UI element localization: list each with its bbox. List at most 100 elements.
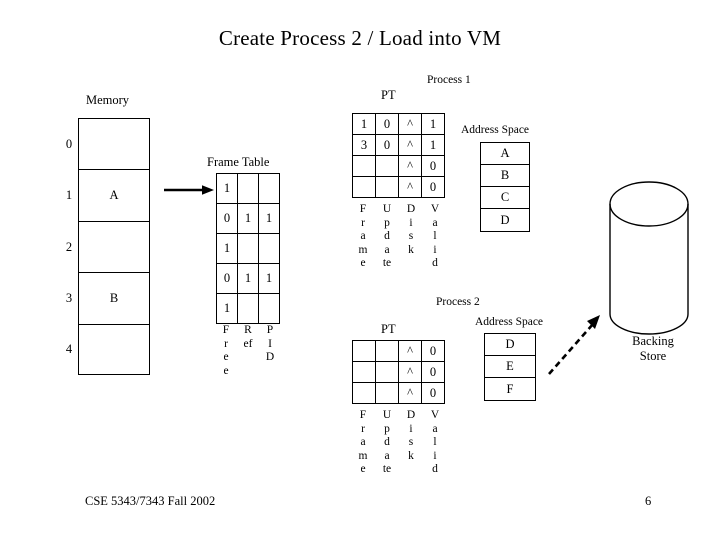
pt1-header-valid: V a l i d bbox=[423, 203, 447, 271]
pt1-cell-2-2: ^ bbox=[398, 155, 422, 177]
frame-table-cell-0-1 bbox=[237, 173, 259, 204]
frame-table-cell-4-0: 1 bbox=[216, 293, 238, 324]
frame-table-cell-4-1 bbox=[237, 293, 259, 324]
table-row: 1 0 ^ 1 bbox=[352, 113, 445, 135]
header-char: l bbox=[433, 230, 437, 242]
table-row: 3 0 ^ 1 bbox=[352, 134, 445, 156]
header-char: k bbox=[408, 243, 414, 256]
frame-table-cell-1-0: 0 bbox=[216, 203, 238, 234]
header-char: a bbox=[432, 216, 438, 229]
memory-frame-3: B bbox=[79, 273, 149, 325]
header-char: U bbox=[382, 409, 392, 421]
pt1-header-frame: F r a m e bbox=[351, 203, 375, 271]
frame-table: 1 0 1 1 1 0 1 1 1 bbox=[216, 173, 280, 324]
memory-index-1: 1 bbox=[65, 188, 73, 202]
pt1-cell-2-3: 0 bbox=[421, 155, 445, 177]
pt2-header-update: U p d a te bbox=[375, 409, 399, 477]
page-title: Create Process 2 / Load into VM bbox=[218, 26, 502, 50]
footer-page-number: 6 bbox=[645, 494, 652, 508]
frame-table-cell-2-2 bbox=[258, 233, 280, 264]
process2-label: Process 2 bbox=[436, 296, 480, 308]
as2-row-f: F bbox=[506, 381, 514, 396]
header-char: V bbox=[430, 203, 440, 215]
pt2-cell-2-3: 0 bbox=[421, 382, 445, 404]
header-char: e bbox=[360, 257, 366, 269]
header-char: p bbox=[384, 422, 390, 435]
process2-address-space: D E F bbox=[484, 333, 536, 401]
process1-address-space: A B C D bbox=[480, 142, 530, 232]
header-char: e bbox=[223, 351, 229, 363]
pt1-cell-0-0: 1 bbox=[352, 113, 376, 135]
pt2-header-valid: V a l i d bbox=[423, 409, 447, 477]
header-char: D bbox=[406, 409, 416, 421]
backing-store-label: Backing Store bbox=[618, 334, 688, 364]
frame-table-cell-2-1 bbox=[237, 233, 259, 264]
pt1-cell-2-0 bbox=[352, 155, 376, 177]
frame-table-cell-2-0: 1 bbox=[216, 233, 238, 264]
memory-block: A B bbox=[78, 118, 150, 375]
header-char: m bbox=[358, 449, 368, 462]
pt2-cell-2-2: ^ bbox=[398, 382, 422, 404]
pt1-cell-0-1: 0 bbox=[375, 113, 399, 135]
table-row: ^ 0 bbox=[352, 340, 445, 362]
header-char: a bbox=[384, 449, 390, 462]
header-char: R bbox=[244, 324, 252, 336]
as1-row-b: B bbox=[481, 165, 529, 187]
header-char: e bbox=[360, 463, 366, 475]
pt2-cell-2-0 bbox=[352, 382, 376, 404]
table-row: ^ 0 bbox=[352, 176, 445, 198]
footer-course-label: CSE 5343/7343 Fall 2002 bbox=[85, 494, 216, 508]
pt1-cell-1-1: 0 bbox=[375, 134, 399, 156]
memory-index-2: 2 bbox=[65, 240, 73, 254]
process2-pt-label: PT bbox=[381, 322, 396, 336]
header-char: m bbox=[358, 243, 368, 256]
pt2-header-disk: D i s k bbox=[399, 409, 423, 477]
pt2-cell-0-0 bbox=[352, 340, 376, 362]
pt1-cell-3-0 bbox=[352, 176, 376, 198]
pt1-cell-1-2: ^ bbox=[398, 134, 422, 156]
header-char: a bbox=[384, 243, 390, 256]
pt1-cell-3-1 bbox=[375, 176, 399, 198]
frame-table-cell-1-2: 1 bbox=[258, 203, 280, 234]
as1-row-c: C bbox=[481, 187, 529, 209]
table-row: 1 bbox=[216, 233, 280, 264]
header-char: d bbox=[432, 463, 438, 475]
memory-to-frame-table-arrow bbox=[164, 185, 214, 195]
address-space-to-backing-store-arrow bbox=[548, 315, 600, 375]
header-char: s bbox=[408, 436, 414, 448]
process2-pt-column-headers: F r a m e U p d a te D i s k V a l i d bbox=[351, 409, 447, 477]
header-char: e bbox=[223, 364, 229, 377]
header-char: d bbox=[384, 436, 390, 448]
header-char: F bbox=[359, 409, 367, 421]
header-char: d bbox=[384, 230, 390, 242]
frame-table-cell-3-2: 1 bbox=[258, 263, 280, 294]
memory-frame-1: A bbox=[79, 170, 149, 222]
header-char: a bbox=[360, 230, 366, 242]
pt2-cell-1-3: 0 bbox=[421, 361, 445, 383]
header-char: k bbox=[408, 449, 414, 462]
header-char: i bbox=[433, 243, 437, 256]
header-char: l bbox=[433, 436, 437, 448]
process2-page-table: ^ 0 ^ 0 ^ 0 bbox=[352, 340, 445, 404]
frame-table-label: Frame Table bbox=[207, 155, 270, 169]
header-char: P bbox=[266, 324, 274, 336]
as2-row-d: D bbox=[485, 334, 535, 356]
header-char: I bbox=[268, 337, 272, 350]
as1-row-a: A bbox=[481, 143, 529, 165]
header-char: D bbox=[265, 351, 275, 363]
header-char: F bbox=[222, 324, 230, 336]
as1-row-d: D bbox=[500, 212, 510, 227]
pt2-cell-0-1 bbox=[375, 340, 399, 362]
header-char: r bbox=[361, 216, 365, 229]
table-row: 0 1 1 bbox=[216, 263, 280, 294]
pt1-cell-3-2: ^ bbox=[398, 176, 422, 198]
pt2-header-frame: F r a m e bbox=[351, 409, 375, 477]
table-row: 1 bbox=[216, 173, 280, 204]
frame-table-header-pid: P I D bbox=[259, 324, 281, 378]
process1-page-table: 1 0 ^ 1 3 0 ^ 1 ^ 0 ^ 0 bbox=[352, 113, 445, 198]
process1-label: Process 1 bbox=[427, 74, 471, 86]
pt1-cell-3-3: 0 bbox=[421, 176, 445, 198]
memory-index-4: 4 bbox=[65, 342, 73, 356]
backing-store-cylinder-icon bbox=[609, 181, 689, 335]
